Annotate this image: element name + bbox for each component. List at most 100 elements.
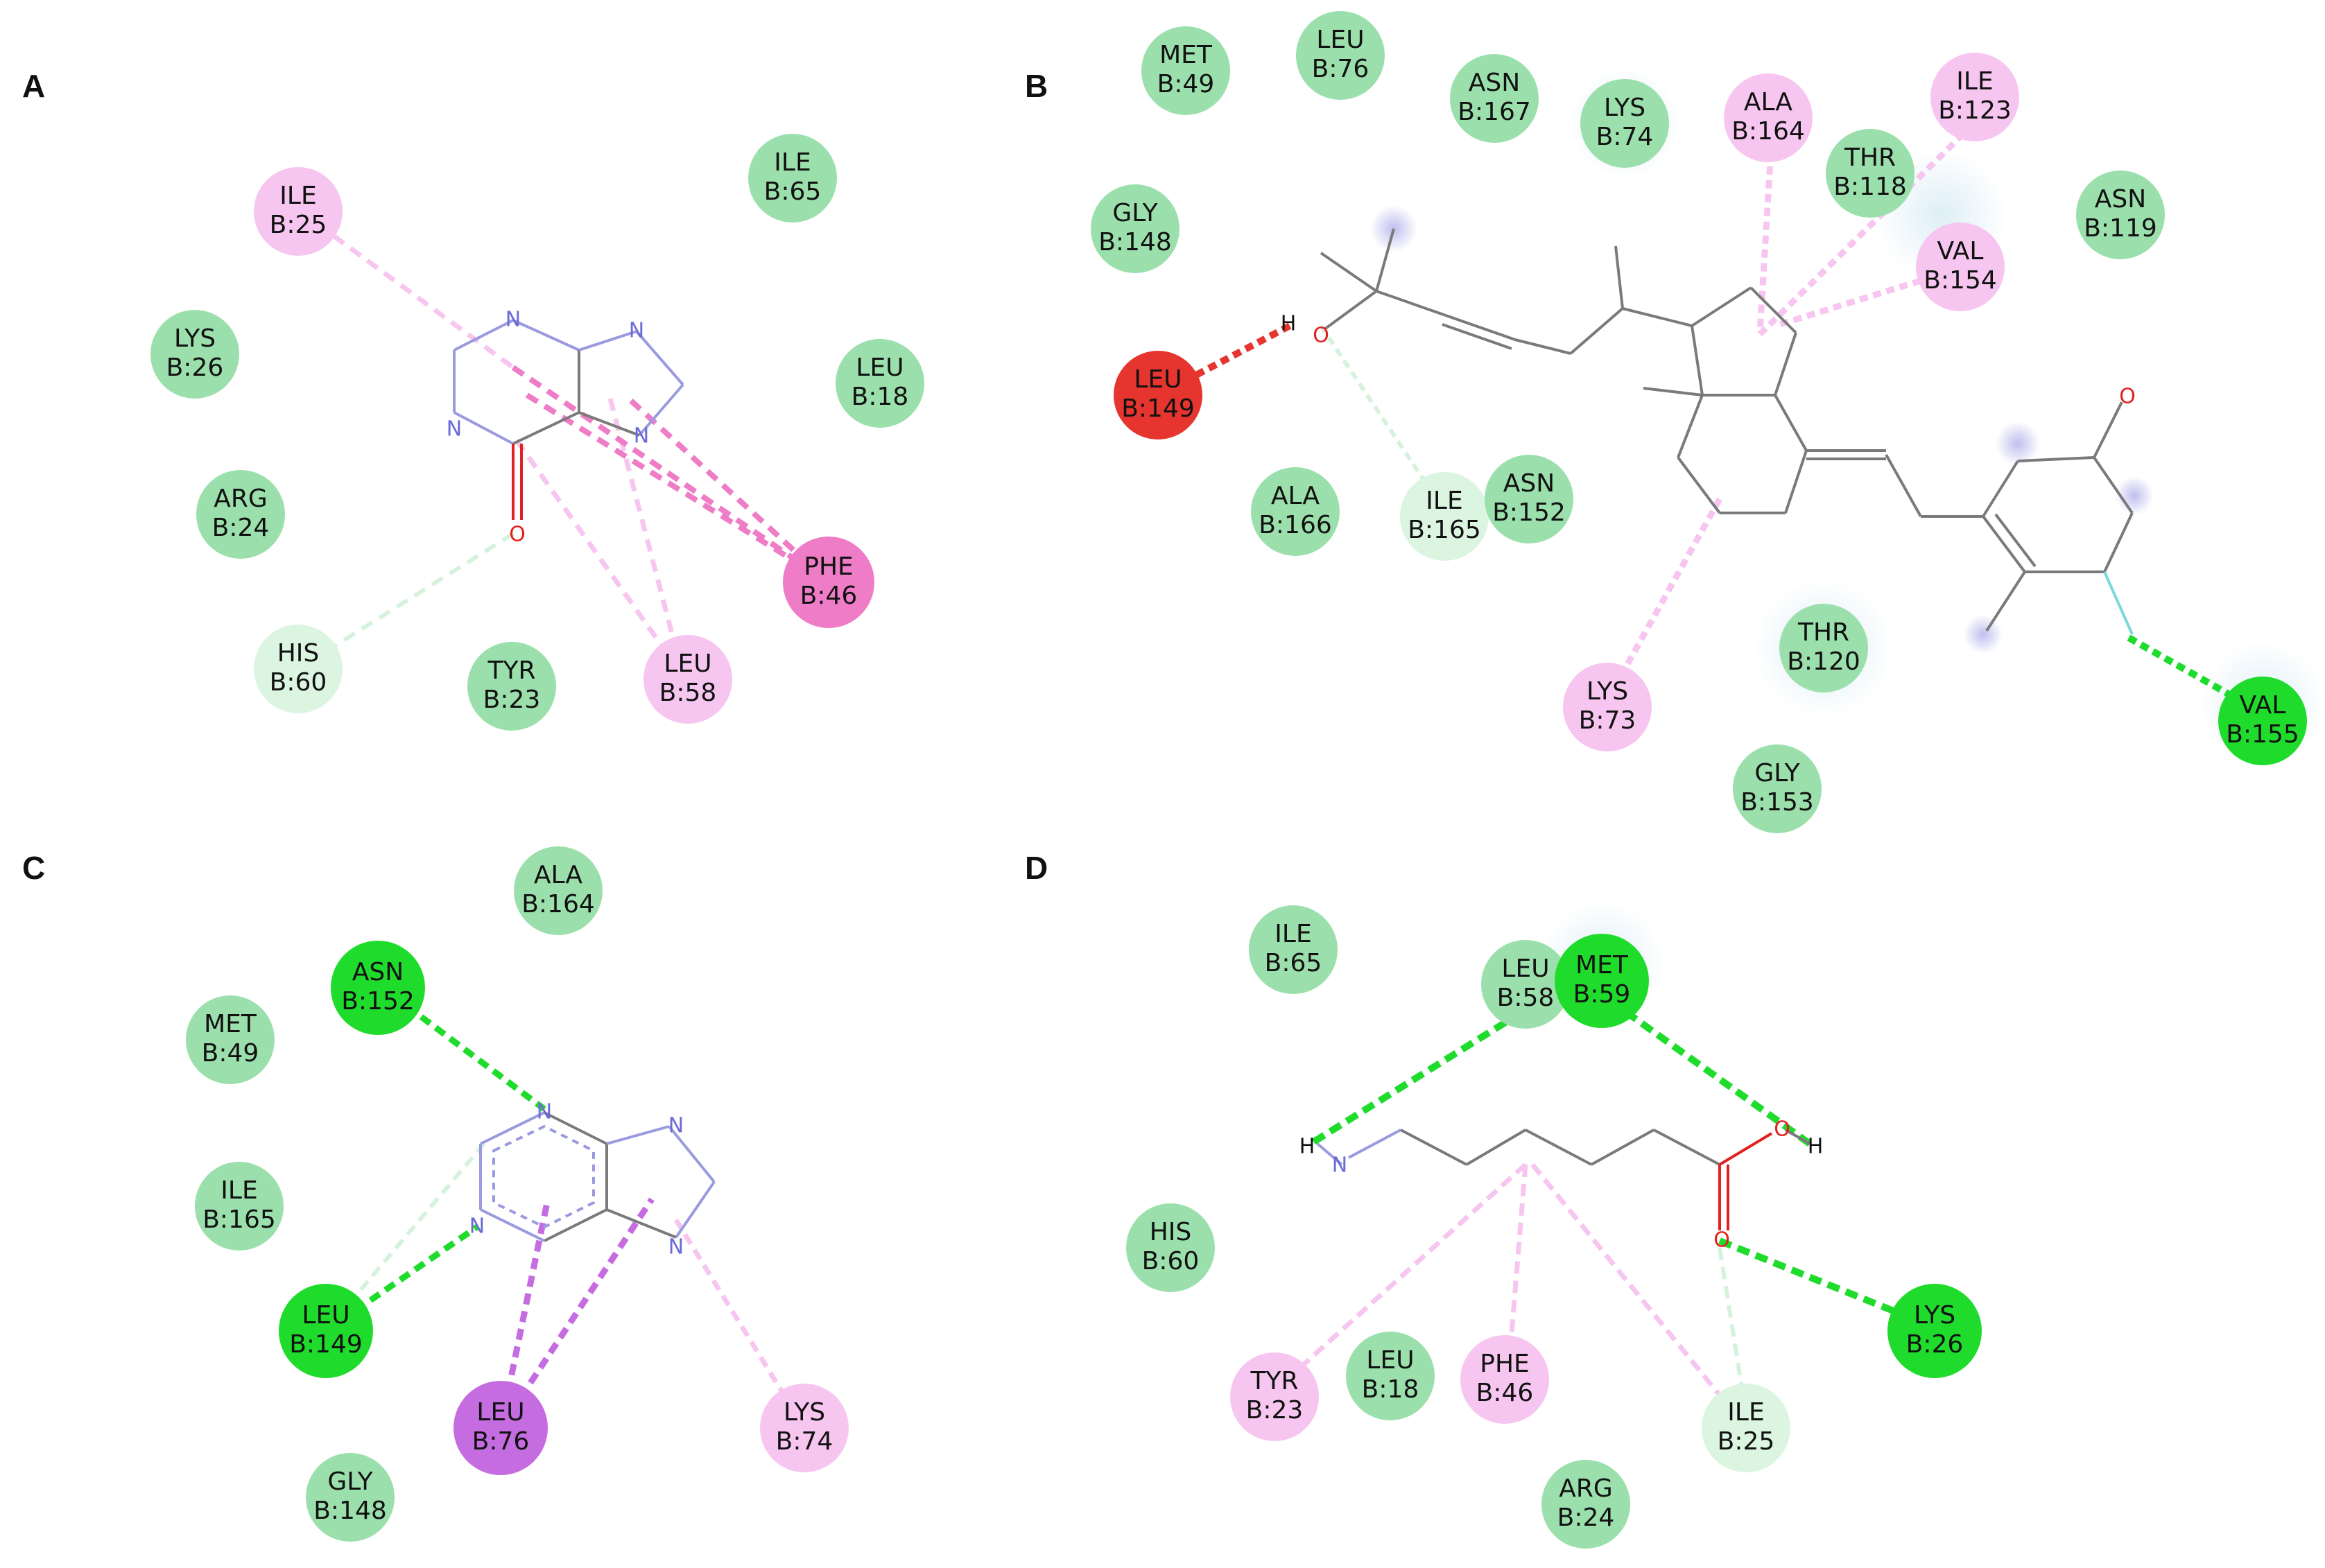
svg-text:ASN: ASN — [2095, 185, 2146, 214]
svg-text:LEU: LEU — [1366, 1346, 1414, 1375]
svg-text:TYR: TYR — [1250, 1367, 1299, 1395]
svg-text:ASN: ASN — [1503, 469, 1555, 498]
svg-text:ASN: ASN — [352, 958, 404, 986]
ligand-purine — [479, 1111, 716, 1242]
svg-text:N: N — [469, 1214, 485, 1239]
svg-text:B:149: B:149 — [289, 1330, 363, 1359]
interaction-lines — [297, 209, 831, 678]
panel-label: D — [1025, 850, 1048, 886]
svg-text:HIS: HIS — [277, 639, 320, 668]
svg-text:GLY: GLY — [1754, 759, 1800, 787]
svg-text:B:164: B:164 — [521, 890, 595, 918]
svg-text:B:167: B:167 — [1458, 98, 1531, 126]
svg-text:ALA: ALA — [1271, 482, 1320, 510]
panel-label: B — [1025, 68, 1048, 104]
svg-text:ARG: ARG — [1559, 1474, 1613, 1503]
svg-text:B:119: B:119 — [2084, 214, 2157, 243]
panel-label: C — [22, 850, 45, 886]
svg-text:B:25: B:25 — [1718, 1427, 1775, 1456]
svg-text:VAL: VAL — [1937, 237, 1983, 265]
svg-text:B:65: B:65 — [1265, 949, 1322, 977]
svg-text:B:166: B:166 — [1259, 511, 1332, 539]
svg-text:B:25: B:25 — [270, 211, 327, 239]
svg-text:LYS: LYS — [1604, 94, 1645, 122]
svg-text:N: N — [629, 319, 644, 343]
svg-text:B:74: B:74 — [1596, 123, 1654, 151]
atom-labels: N N N N — [469, 1100, 684, 1260]
svg-text:O: O — [1313, 324, 1329, 348]
svg-text:B:148: B:148 — [313, 1497, 387, 1525]
svg-text:LEU: LEU — [1501, 955, 1549, 983]
svg-text:PHE: PHE — [804, 552, 854, 581]
svg-text:B:46: B:46 — [800, 582, 858, 610]
svg-text:B:152: B:152 — [1492, 498, 1566, 527]
svg-text:B:123: B:123 — [1938, 96, 2012, 125]
svg-text:B:165: B:165 — [1408, 516, 1481, 544]
svg-text:B:18: B:18 — [852, 383, 909, 411]
svg-text:H: H — [1299, 1135, 1315, 1159]
svg-text:LYS: LYS — [1587, 677, 1628, 706]
svg-text:N: N — [505, 308, 521, 332]
svg-text:ARG: ARG — [214, 485, 268, 513]
svg-text:THR: THR — [1844, 143, 1896, 172]
svg-text:THR: THR — [1797, 618, 1849, 647]
svg-text:B:24: B:24 — [1557, 1504, 1615, 1532]
svg-text:B:23: B:23 — [483, 686, 541, 714]
svg-text:B:60: B:60 — [1142, 1247, 1200, 1275]
svg-text:N: N — [537, 1100, 552, 1124]
svg-text:B:152: B:152 — [341, 987, 415, 1016]
svg-text:B:60: B:60 — [270, 668, 327, 697]
svg-text:ILE: ILE — [1274, 920, 1311, 948]
svg-text:LYS: LYS — [174, 324, 216, 353]
svg-text:LEU: LEU — [302, 1301, 349, 1330]
svg-text:B:118: B:118 — [1833, 173, 1907, 201]
svg-text:LEU: LEU — [856, 354, 904, 382]
svg-text:ASN: ASN — [1469, 69, 1520, 97]
svg-text:B:155: B:155 — [2226, 720, 2299, 749]
panel-d: D H N O H O — [1025, 850, 1982, 1549]
svg-text:B:23: B:23 — [1246, 1396, 1304, 1425]
svg-text:LYS: LYS — [784, 1398, 825, 1427]
svg-text:ILE: ILE — [774, 148, 811, 177]
atom-labels: N N N N O — [447, 308, 649, 547]
svg-text:B:120: B:120 — [1787, 647, 1860, 676]
svg-text:TYR: TYR — [487, 656, 536, 685]
svg-text:O: O — [509, 523, 526, 547]
ligand-vitamin-d-analog — [1320, 228, 2134, 635]
svg-text:PHE: PHE — [1480, 1350, 1530, 1378]
svg-text:B:26: B:26 — [1906, 1330, 1964, 1359]
svg-text:B:73: B:73 — [1579, 706, 1636, 735]
svg-text:B:153: B:153 — [1740, 788, 1814, 817]
svg-text:O: O — [2119, 385, 2136, 409]
svg-text:ALA: ALA — [1744, 88, 1793, 116]
panel-label: A — [22, 68, 45, 104]
svg-text:B:46: B:46 — [1476, 1379, 1534, 1407]
